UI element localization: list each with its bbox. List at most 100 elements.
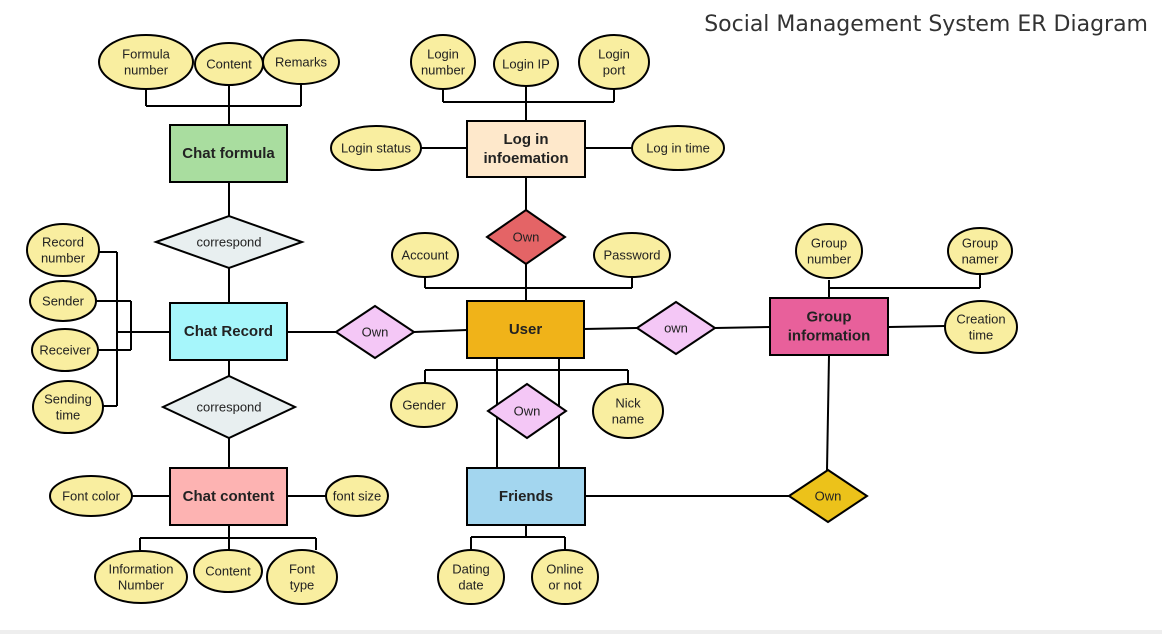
attribute-account[interactable]: Account: [391, 232, 459, 278]
attribute-shape: [944, 300, 1018, 354]
entity-label: Chat formula: [182, 145, 275, 162]
entity-box: [769, 297, 889, 356]
relationship-correspond-top[interactable]: correspond: [153, 214, 305, 270]
attribute-password[interactable]: Password: [593, 232, 671, 278]
attribute-login-ip[interactable]: Login IP: [493, 41, 559, 87]
attribute-shape: [390, 382, 458, 428]
connector-line: [583, 327, 638, 330]
attribute-label: number: [421, 63, 466, 78]
attribute-shape: [391, 232, 459, 278]
entity-label: Log in: [504, 131, 549, 148]
attribute-formula-remarks[interactable]: Remarks: [262, 39, 340, 85]
attribute-shape: [262, 39, 340, 85]
entity-label: information: [788, 327, 871, 344]
diagram-title: Social Management System ER Diagram: [704, 12, 1148, 37]
attribute-shape: [325, 475, 389, 517]
attribute-login-status[interactable]: Login status: [330, 125, 422, 171]
attribute-label: Content: [205, 564, 251, 579]
attribute-shape: [266, 549, 338, 605]
attribute-label: Remarks: [275, 55, 328, 70]
attribute-label: Login IP: [502, 57, 550, 72]
attribute-shape: [49, 475, 133, 517]
relationship-diamond: [160, 374, 298, 440]
entity-box: [169, 124, 288, 183]
attribute-content-content[interactable]: Content: [193, 549, 263, 593]
relationship-diamond: [787, 468, 869, 524]
attribute-font-size[interactable]: font size: [325, 475, 389, 517]
attribute-formula-content[interactable]: Content: [194, 42, 264, 86]
entity-label: Friends: [499, 488, 553, 505]
attribute-label: Group: [962, 235, 998, 250]
entity-chat-record[interactable]: Chat Record: [169, 302, 288, 361]
attribute-shape: [493, 41, 559, 87]
attribute-label: Login: [427, 46, 459, 61]
entity-box: [169, 467, 288, 526]
entity-user[interactable]: User: [466, 300, 585, 359]
relationship-label: Own: [514, 404, 541, 419]
attribute-sender[interactable]: Sender: [29, 280, 97, 322]
attribute-shape: [330, 125, 422, 171]
attribute-label: Gender: [402, 398, 446, 413]
relationship-label: Own: [513, 230, 540, 245]
attribute-font-color[interactable]: Font color: [49, 475, 133, 517]
relationship-diamond: [334, 304, 416, 360]
attribute-shape: [29, 280, 97, 322]
relationship-own-friends[interactable]: Own: [486, 382, 568, 440]
attribute-label: Account: [402, 248, 449, 263]
attribute-shape: [631, 125, 725, 171]
entity-friends[interactable]: Friends: [466, 467, 586, 526]
entity-label: Chat Record: [184, 323, 273, 340]
attribute-label: number: [41, 251, 86, 266]
relationship-own-record[interactable]: Own: [334, 304, 416, 360]
attribute-shape: [193, 549, 263, 593]
attribute-label: Online: [546, 561, 584, 576]
attribute-gender[interactable]: Gender: [390, 382, 458, 428]
attribute-label: Sending: [44, 391, 92, 406]
attribute-shape: [593, 232, 671, 278]
relationship-diamond: [485, 208, 567, 266]
relationship-own-group[interactable]: own: [635, 300, 717, 356]
attribute-label: Formula: [122, 46, 170, 61]
bottom-divider: [0, 630, 1162, 634]
entity-box: [169, 302, 288, 361]
relationship-label: correspond: [196, 400, 261, 415]
relationship-own-group-friends[interactable]: Own: [787, 468, 869, 524]
attribute-label: Number: [118, 578, 165, 593]
entity-chat-content[interactable]: Chat content: [169, 467, 288, 526]
attribute-shape: [410, 34, 476, 90]
entity-chat-formula[interactable]: Chat formula: [169, 124, 288, 183]
attribute-shape: [592, 383, 664, 439]
relationship-label: own: [664, 321, 688, 336]
attribute-login-number[interactable]: Login number: [410, 34, 476, 90]
attribute-label: Sender: [42, 294, 85, 309]
attribute-login-time[interactable]: Log in time: [631, 125, 725, 171]
attribute-label: Receiver: [39, 343, 91, 358]
relationship-label: Own: [362, 325, 389, 340]
attribute-label: Font color: [62, 489, 120, 504]
relationship-own-login[interactable]: Own: [485, 208, 567, 266]
attribute-receiver[interactable]: Receiver: [31, 328, 99, 372]
entity-box: [466, 120, 586, 178]
entity-label: User: [509, 321, 543, 338]
connector-line: [826, 355, 830, 471]
relationship-correspond-bottom[interactable]: correspond: [160, 374, 298, 440]
attribute-shape: [531, 549, 599, 605]
attribute-label: Login: [598, 46, 630, 61]
relationship-diamond: [486, 382, 568, 440]
